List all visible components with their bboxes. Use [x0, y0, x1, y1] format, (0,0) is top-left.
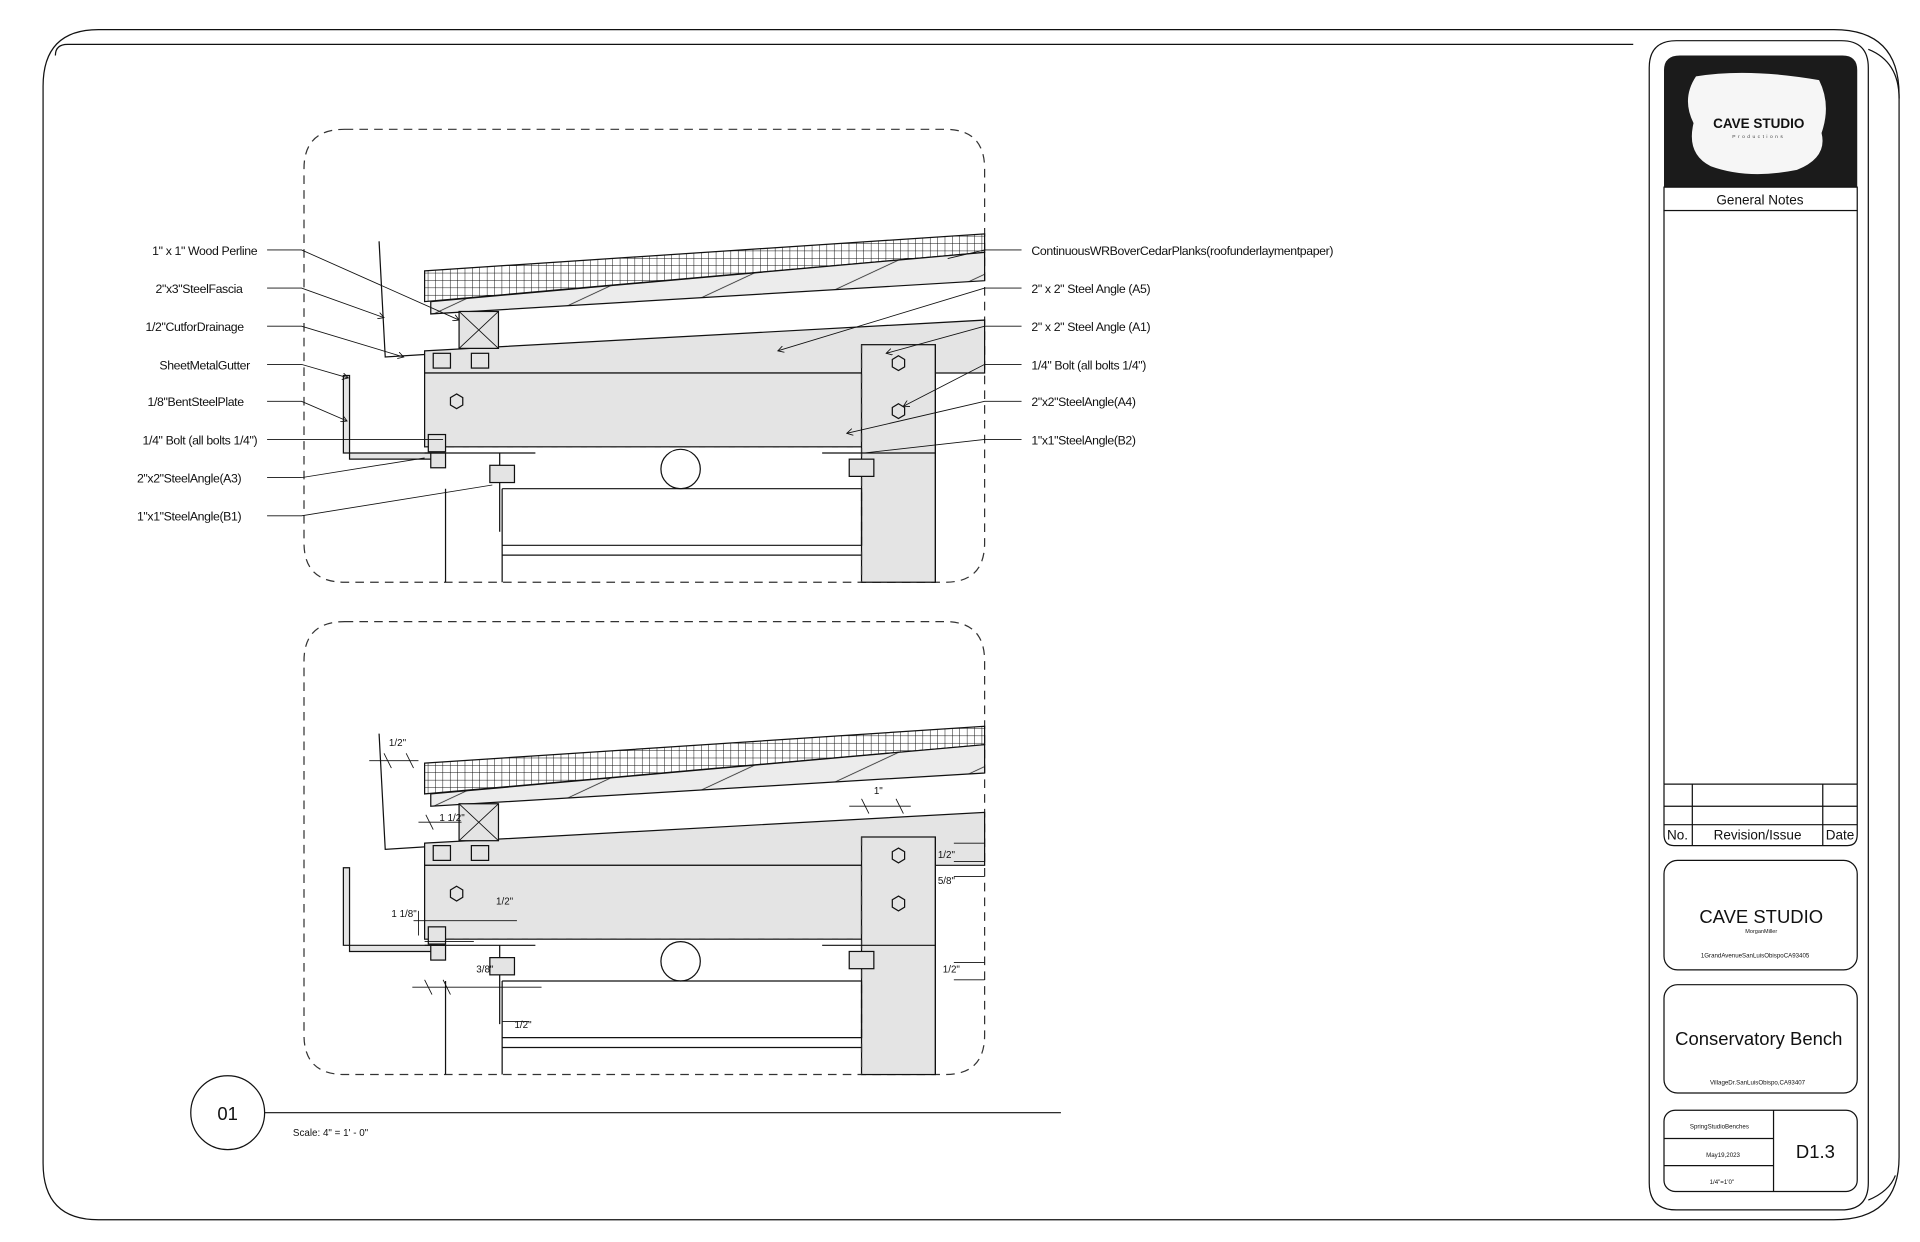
dim-angle-b1: 3/8" [476, 964, 494, 975]
callout-angle-b2: 1"x1"SteelAngle(B2) [1031, 433, 1136, 447]
firm-address: 1GrandAvenueSanLuisObispoCA93405 [1701, 953, 1810, 960]
dim-bolt-mid: 5/8" [938, 876, 956, 887]
callout-angle-a4: 2"x2"SteelAngle(A4) [1031, 395, 1136, 409]
project-name: Conservatory Bench [1675, 1028, 1842, 1049]
project-series: SpringStudioBenches [1690, 1124, 1749, 1131]
detail-tag: 01 Scale: 4" = 1' - 0" [190, 1075, 1061, 1151]
outer-arc [1868, 48, 1900, 1201]
callout-gutter: SheetMetalGutter [159, 358, 250, 372]
callout-angle-b1: 1"x1"SteelAngle(B1) [137, 510, 242, 524]
dim-bolt-top: 1/2" [938, 850, 956, 861]
callout-wrb: ContinuousWRBoverCedarPlanks(roofunderla… [1031, 244, 1333, 258]
dim-fascia-gap: 1/2" [389, 738, 407, 749]
callout-cut-drainage: 1/2"CutforDrainage [145, 320, 244, 334]
dim-column-edge: 1" [874, 786, 883, 797]
detail-number: 01 [217, 1103, 238, 1124]
firm-name: CAVE STUDIO [1699, 906, 1823, 927]
inner-border-line [54, 43, 1634, 56]
studio-logo: CAVE STUDIO Productions [1664, 55, 1858, 188]
callout-bolt: 1/4" Bolt (all bolts 1/4") [143, 433, 258, 447]
dim-bench-top: 1/2" [514, 1020, 532, 1031]
sheet-border [42, 29, 1900, 1221]
dimension-lines [369, 753, 985, 1023]
sheet-number: D1.3 [1796, 1141, 1835, 1162]
callout-bolt-right: 1/4" Bolt (all bolts 1/4") [1031, 358, 1146, 372]
svg-text:Productions: Productions [1732, 134, 1785, 140]
dim-bolt-spacing: 1/2" [496, 897, 514, 908]
callout-angle-a5: 2" x 2" Steel Angle (A5) [1031, 282, 1150, 296]
svg-text:CAVE STUDIO: CAVE STUDIO [1713, 116, 1804, 131]
right-leaders [778, 249, 1022, 454]
left-leaders [267, 249, 493, 517]
project-address: VillageDr.SanLuisObispo,CA93407 [1710, 1079, 1806, 1086]
detail-scale: Scale: 4" = 1' - 0" [293, 1128, 369, 1139]
callout-wood-perline: 1" x 1" Wood Perline [152, 244, 258, 258]
detail-section-top: 1" x 1" Wood Perline 2"x3"SteelFascia 1/… [137, 128, 1334, 583]
dim-angle-b2: 1/2" [943, 964, 961, 975]
title-block: CAVE STUDIO Productions General Notes No… [1648, 40, 1869, 1211]
callout-angle-a3: 2"x2"SteelAngle(A3) [137, 472, 242, 486]
callout-steel-fascia: 2"x3"SteelFascia [156, 282, 243, 296]
revision-no-header: No. [1667, 827, 1688, 842]
sheet-scale: 1/4"=1'0" [1710, 1179, 1735, 1186]
firm-person: MorganMiller [1745, 929, 1777, 935]
revision-issue-header: Revision/Issue [1714, 827, 1802, 842]
callout-angle-a1: 2" x 2" Steel Angle (A1) [1031, 320, 1150, 334]
dim-plate-edge: 1 1/8" [391, 909, 417, 920]
detail-section-bottom: 1/2" 1 1/2" 1 1/8" 1/2" 3/8" 1" 1/2" 5/8… [303, 621, 986, 1076]
callout-bent-plate: 1/8"BentSteelPlate [148, 395, 245, 409]
general-notes-heading: General Notes [1716, 192, 1803, 207]
issue-date: May19,2023 [1706, 1152, 1740, 1159]
dim-purlin: 1 1/2" [439, 813, 465, 824]
revision-date-header: Date [1826, 827, 1855, 842]
